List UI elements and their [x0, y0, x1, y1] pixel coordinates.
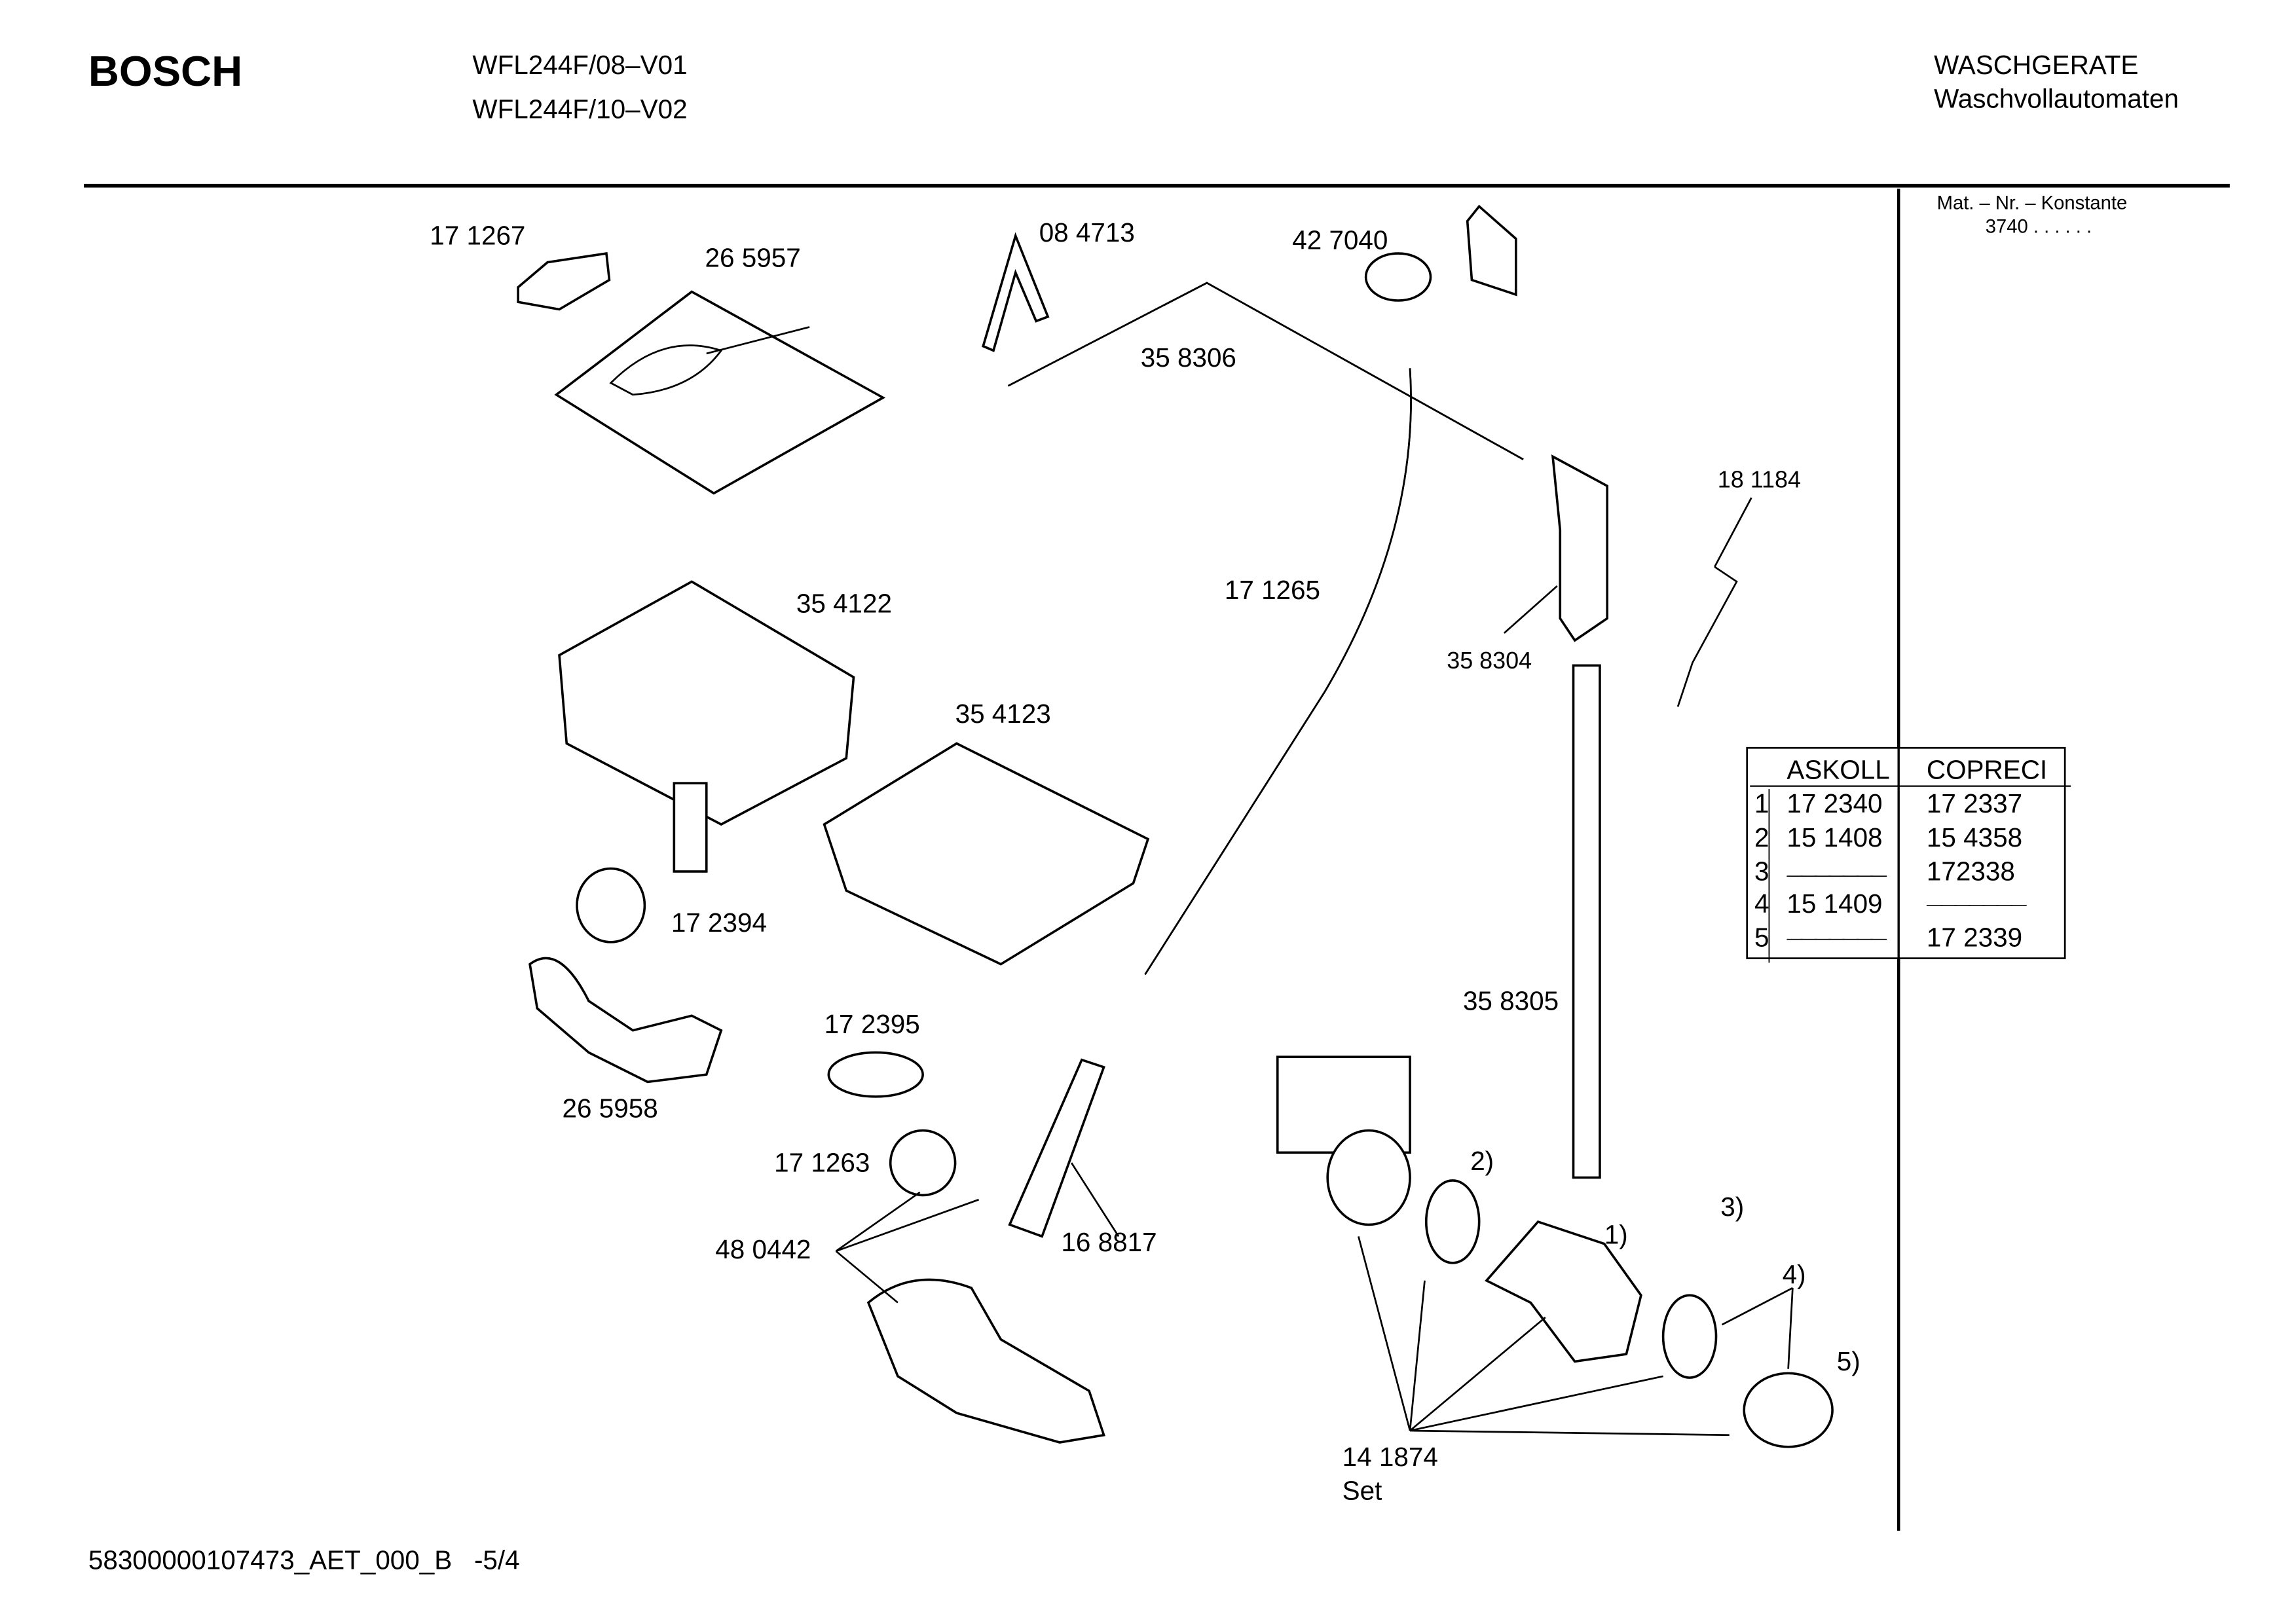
part-label: 14 1874 — [1342, 1442, 1438, 1472]
part-label: 17 2395 — [824, 1009, 920, 1039]
part-label: 18 1184 — [1718, 466, 1801, 492]
copreci-value: 172338 — [1927, 856, 2015, 886]
table-row: 1 17 2340 17 2337 — [1754, 788, 2022, 818]
copreci-value: 17 2337 — [1927, 788, 2022, 818]
askoll-value: 15 1409 — [1787, 888, 1882, 919]
part-label: 3) — [1720, 1192, 1744, 1222]
konstante-label: Mat. – Nr. – Konstante — [1937, 193, 2128, 214]
part-label: 1) — [1604, 1220, 1628, 1250]
part-label: 17 1263 — [774, 1147, 870, 1177]
part-label: 4) — [1783, 1259, 1806, 1289]
copreci-value: 15 4358 — [1927, 822, 2022, 852]
part-label: 17 2394 — [671, 907, 767, 938]
part-label: 26 5958 — [563, 1093, 658, 1123]
footer-doc-id: 58300000107473_AET_000_B -5/4 — [88, 1545, 520, 1575]
row-number: 1 — [1754, 788, 1769, 818]
part-label: 35 8306 — [1141, 342, 1236, 373]
part-label: 42 7040 — [1292, 225, 1388, 255]
table-row: 5 ——————— 17 2339 — [1754, 923, 2022, 953]
part-label: 26 5957 — [705, 242, 801, 272]
part-label: 08 4713 — [1039, 217, 1135, 247]
subcategory-title: Waschvollautomaten — [1934, 84, 2179, 114]
row-number: 3 — [1754, 856, 1769, 886]
askoll-value: 17 2340 — [1787, 788, 1882, 818]
part-label: 35 4122 — [796, 588, 892, 618]
model-1: WFL244F/08–V01 — [472, 50, 687, 80]
category-title: WASCHGERATE — [1934, 50, 2138, 80]
copreci-value: 17 2339 — [1927, 923, 2022, 953]
table-header-askoll: ASKOLL — [1787, 754, 1889, 784]
askoll-value: 15 1408 — [1787, 822, 1882, 852]
part-label: 2) — [1470, 1146, 1494, 1176]
part-label: 35 8305 — [1463, 985, 1559, 1016]
part-label: 35 8304 — [1447, 647, 1532, 674]
row-number: 5 — [1754, 923, 1769, 953]
part-drawings — [517, 204, 1834, 1448]
variant-table: ASKOLL COPRECI 1 17 2340 17 2337 2 15 14… — [1746, 746, 2071, 963]
part-label: 5) — [1837, 1346, 1861, 1376]
part-label: Set — [1342, 1476, 1382, 1506]
part-label: 17 1265 — [1225, 575, 1320, 605]
askoll-value: ——————— — [1787, 866, 1887, 884]
part-label: 16 8817 — [1061, 1227, 1157, 1257]
konstante-value: 3740 . . . . . . — [1986, 217, 2092, 238]
part-labels: 17 1267 26 5957 08 4713 42 7040 35 8306 … — [430, 217, 1861, 1506]
table-row: 3 ——————— 172338 — [1754, 856, 2015, 886]
askoll-value: ——————— — [1787, 930, 1887, 947]
model-2: WFL244F/10–V02 — [472, 94, 687, 124]
copreci-value: ——————— — [1927, 896, 2027, 913]
row-number: 2 — [1754, 822, 1769, 852]
part-label: 17 1267 — [430, 221, 525, 251]
row-number: 4 — [1754, 888, 1769, 919]
table-header-copreci: COPRECI — [1927, 754, 2047, 784]
part-label: 35 4123 — [955, 699, 1051, 729]
brand-logo: BOSCH — [88, 47, 242, 95]
table-row: 2 15 1408 15 4358 — [1754, 822, 2022, 852]
table-row: 4 15 1409 ——————— — [1754, 888, 2027, 919]
part-label: 48 0442 — [715, 1234, 811, 1264]
